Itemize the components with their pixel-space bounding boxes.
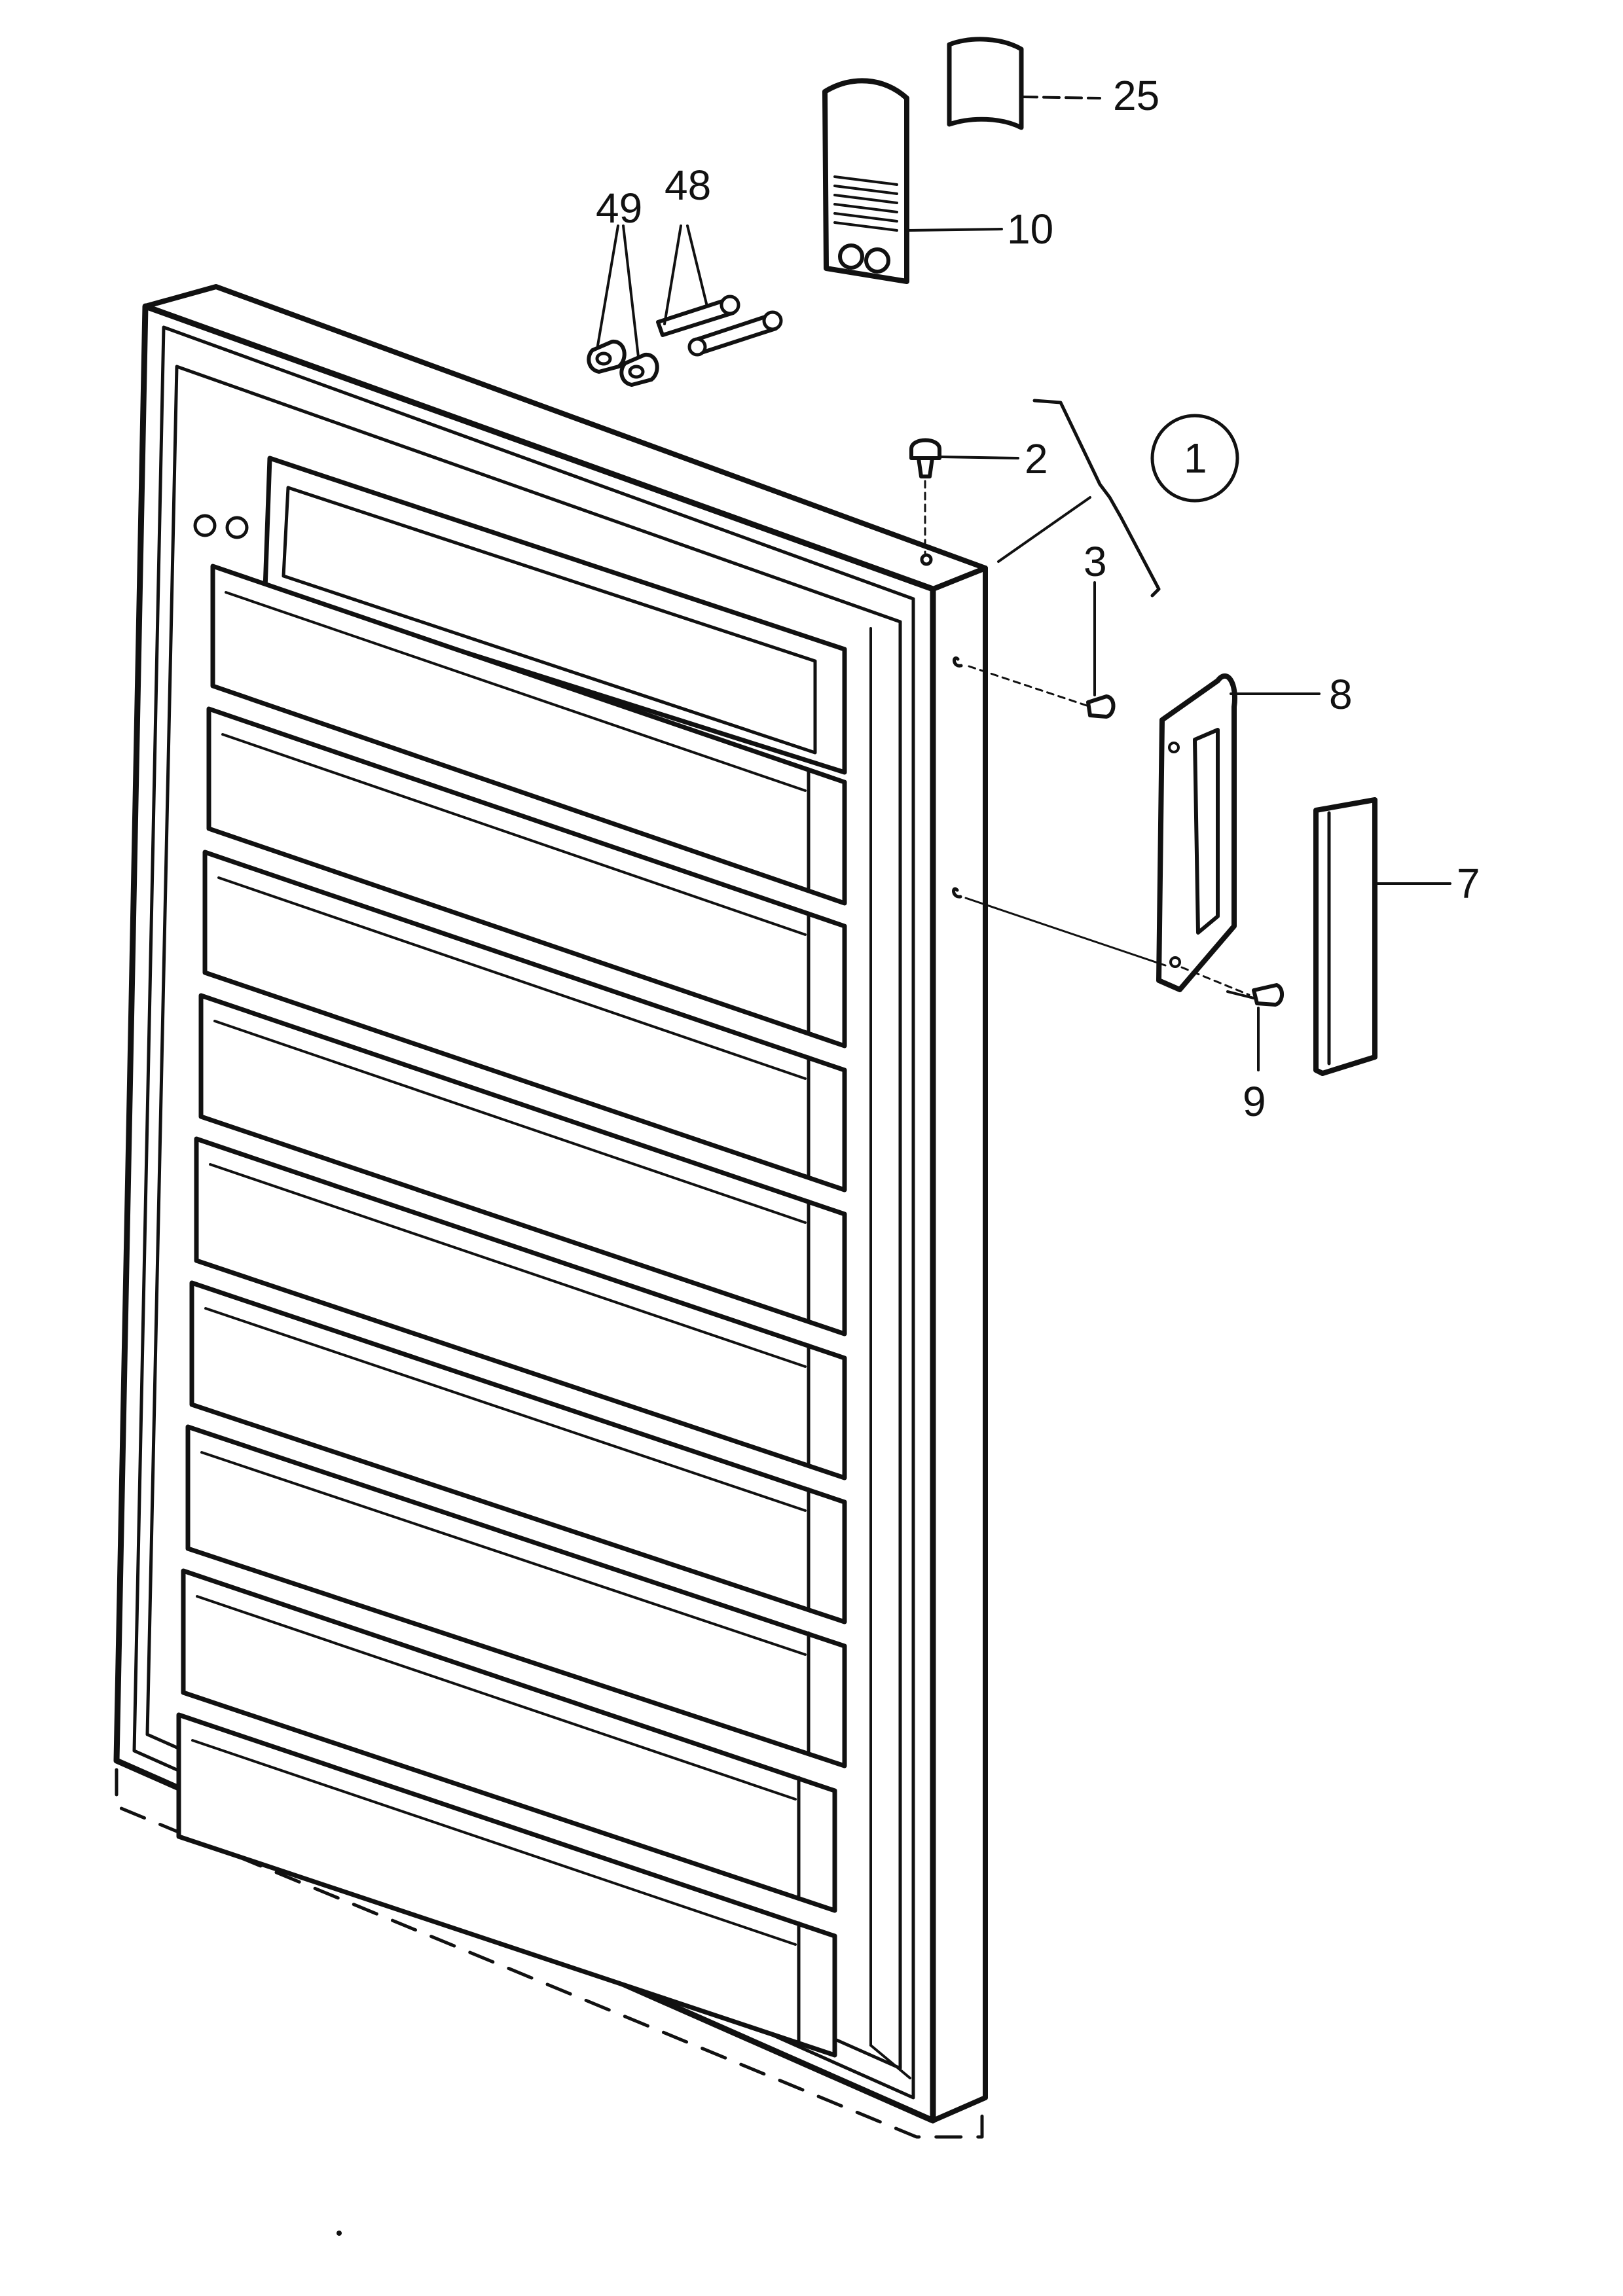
callout-3: 3 xyxy=(1084,538,1107,585)
door-top-panel-inner xyxy=(282,486,817,755)
door-hinge-hole-icon xyxy=(953,656,963,668)
handle-bracket-slot xyxy=(1193,728,1220,935)
part-25-cover xyxy=(947,37,1024,130)
part-10-control-panel xyxy=(822,78,909,284)
group-leader-line xyxy=(997,496,1091,563)
callout-2: 2 xyxy=(1025,435,1048,482)
callout-leaders xyxy=(596,96,1451,1071)
door-shelf xyxy=(202,850,847,1193)
control-panel-grille xyxy=(833,175,898,232)
part-9-screw xyxy=(1180,966,1284,1007)
door-shelf xyxy=(206,706,847,1049)
door-screw-hole-icon xyxy=(920,553,933,566)
shelf-lip-lines xyxy=(191,591,807,1946)
callout-8: 8 xyxy=(1329,671,1353,718)
door-hole-icon xyxy=(193,514,217,537)
door-bottom-dashed-outline xyxy=(115,1726,984,2139)
callout-48: 48 xyxy=(665,162,711,209)
stray-dot xyxy=(337,2231,342,2236)
part-48-shafts xyxy=(656,295,783,357)
part-2-plug xyxy=(909,438,941,554)
door-shelf xyxy=(198,993,847,1336)
door-shelf xyxy=(210,564,847,906)
part-8-handle-bracket xyxy=(964,673,1237,992)
part-49-knobs xyxy=(587,340,659,387)
door-top-panel xyxy=(263,456,847,775)
control-knob-icon xyxy=(864,247,890,274)
callout-1: 1 xyxy=(1184,435,1207,482)
door-liner-edge xyxy=(869,627,911,2079)
callout-25: 25 xyxy=(1113,72,1159,119)
door-hole-icon xyxy=(225,516,249,539)
shelf-end-caps xyxy=(797,767,811,2045)
door-hinge-hole-icon xyxy=(952,887,962,899)
door-rim-line-1 xyxy=(132,325,915,2100)
callout-9: 9 xyxy=(1243,1078,1266,1125)
door-shelf xyxy=(185,1424,847,1768)
door-shelf xyxy=(176,1712,837,2058)
door-side-face xyxy=(930,565,988,2123)
group-bracket xyxy=(1032,399,1161,598)
door-assembly xyxy=(113,284,988,2139)
door-shelf xyxy=(194,1136,847,1480)
callout-labels: 25 10 48 49 2 1 3 8 7 9 xyxy=(596,72,1480,1125)
callout-1-circle xyxy=(1150,414,1239,503)
callout-10: 10 xyxy=(1007,206,1053,253)
door-shelf xyxy=(189,1280,847,1624)
part-7-handle-grip xyxy=(1313,797,1377,1076)
part-3-screw xyxy=(968,665,1116,719)
callout-7: 7 xyxy=(1457,860,1480,907)
door-shelves xyxy=(176,564,847,2058)
door-shelf xyxy=(181,1568,837,1913)
control-knob-icon xyxy=(838,243,864,270)
callout-49: 49 xyxy=(596,185,642,232)
